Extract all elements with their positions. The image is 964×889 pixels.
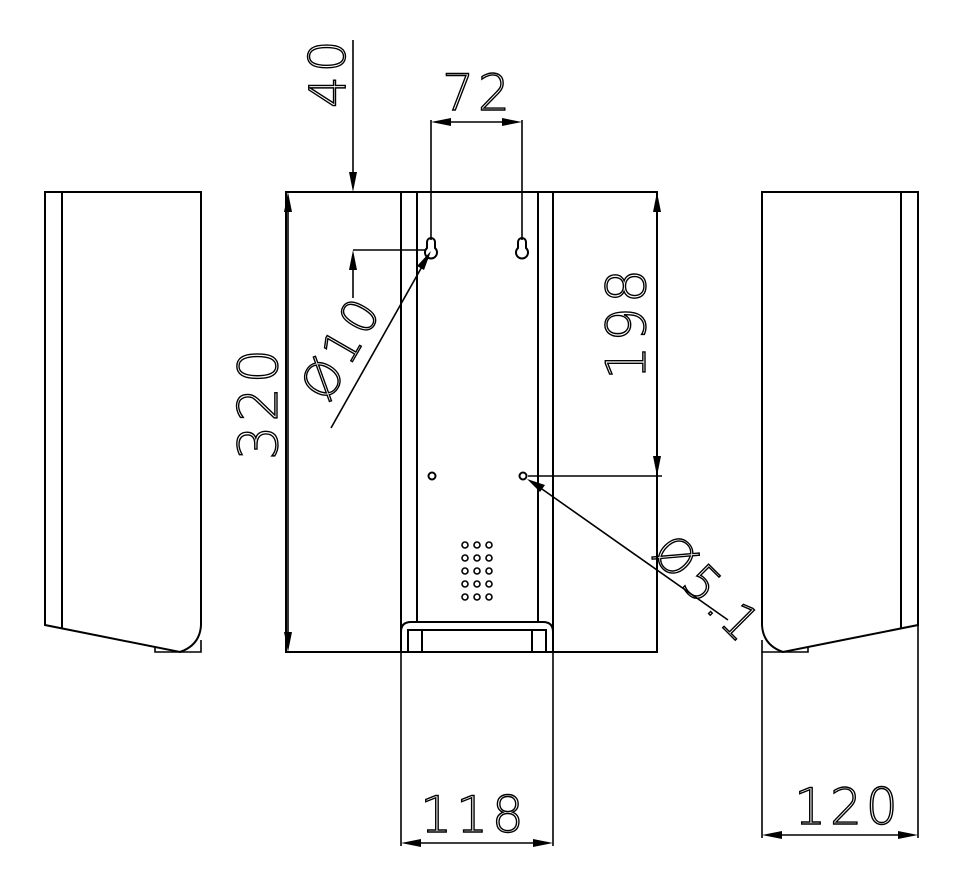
dim-hole-diameter-label: Ø5.1 bbox=[642, 524, 774, 656]
dim-side-depth-label: 120 bbox=[794, 778, 901, 836]
vent-hole bbox=[461, 580, 469, 588]
dim-keyhole-diameter: Ø10 bbox=[289, 249, 431, 429]
vent-hole bbox=[461, 567, 469, 575]
dim-front-width-label: 118 bbox=[420, 786, 527, 844]
vent-hole bbox=[485, 567, 493, 575]
vent-hole bbox=[473, 580, 481, 588]
keyhole-left bbox=[424, 237, 438, 260]
dim-hole-diameter: Ø5.1 bbox=[527, 479, 774, 656]
vent-hole bbox=[461, 593, 469, 601]
dim-height: 320 bbox=[226, 192, 292, 652]
vent-hole bbox=[485, 554, 493, 562]
vent-hole bbox=[473, 567, 481, 575]
front-view bbox=[285, 191, 658, 653]
dim-hole-spacing: 72 bbox=[430, 63, 523, 240]
dim-top-offset-label: 40 bbox=[299, 36, 357, 108]
right-side-view bbox=[761, 191, 919, 654]
dim-height-label: 320 bbox=[227, 345, 290, 460]
vent-hole bbox=[485, 541, 493, 549]
vent-grid bbox=[461, 541, 493, 601]
dim-hole-distance: 198 bbox=[528, 192, 662, 477]
dim-front-width: 118 bbox=[400, 652, 554, 847]
vent-hole bbox=[461, 541, 469, 549]
vent-hole bbox=[485, 593, 493, 601]
dim-keyhole-diameter-label: Ø10 bbox=[290, 286, 394, 410]
dim-hole-distance-label: 198 bbox=[595, 265, 658, 380]
vent-hole bbox=[473, 554, 481, 562]
dim-hole-spacing-label: 72 bbox=[442, 64, 514, 122]
dim-top-offset: 40 bbox=[298, 36, 358, 192]
vent-hole bbox=[461, 554, 469, 562]
vent-hole bbox=[473, 541, 481, 549]
left-side-view bbox=[44, 191, 202, 654]
vent-hole bbox=[473, 593, 481, 601]
vent-hole bbox=[485, 580, 493, 588]
dim-side-depth: 120 bbox=[761, 625, 919, 839]
keyhole-right bbox=[515, 237, 529, 260]
